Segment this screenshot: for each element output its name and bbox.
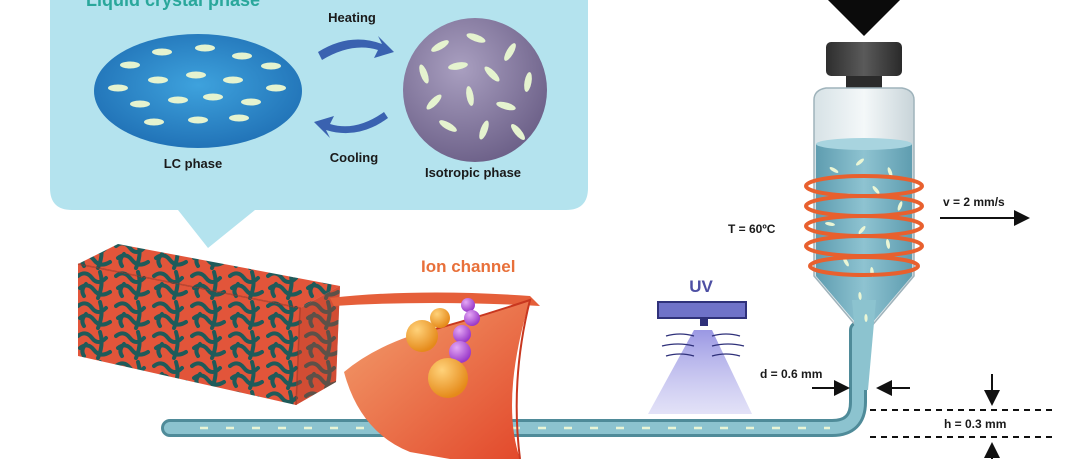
ion-channel-label: Ion channel (421, 257, 515, 276)
lc-phase-disc (94, 34, 302, 148)
uv-lamp: UV (648, 277, 752, 414)
uv-label: UV (689, 277, 713, 296)
velocity-label: v = 2 mm/s (943, 195, 1005, 209)
orange-ion (430, 308, 450, 328)
uv-lamp-bar (657, 301, 747, 319)
lc-phase-label: LC phase (164, 156, 223, 171)
print-head: T = 60ºC (728, 0, 924, 390)
cooling-label: Cooling (330, 150, 378, 165)
printed-block (77, 244, 340, 406)
syringe-cap (826, 42, 902, 76)
isotropic-phase-label: Isotropic phase (425, 165, 521, 180)
purple-ion (453, 325, 471, 343)
phase-panel: Liquid crystal phase LC phase Heating (50, 0, 588, 248)
uv-beam (648, 330, 752, 414)
heating-coil (804, 174, 924, 277)
isotropic-molecules (419, 33, 532, 140)
heating-arrow (318, 36, 394, 60)
fluid-molecules (825, 158, 903, 322)
cooling-arrow (314, 112, 388, 138)
temperature-label: T = 60ºC (728, 222, 776, 236)
printed-filament (161, 321, 867, 437)
lc-molecules (108, 44, 286, 126)
purple-ion (449, 341, 471, 363)
velocity-annotation: v = 2 mm/s (940, 195, 1030, 226)
orange-ion (406, 320, 438, 352)
diameter-annotation: d = 0.6 mm (760, 367, 910, 396)
diameter-label: d = 0.6 mm (760, 367, 822, 381)
purple-ion (461, 298, 475, 312)
ion-channel-zoom: Ion channel (330, 257, 540, 459)
nozzle (852, 300, 876, 390)
piston-arrow (828, 0, 900, 36)
panel-title: Liquid crystal phase (86, 0, 260, 10)
heating-label: Heating (328, 10, 376, 25)
purple-ion (464, 310, 480, 326)
height-label: h = 0.3 mm (944, 417, 1006, 431)
uv-waves (661, 333, 745, 357)
height-annotation: h = 0.3 mm (870, 374, 1056, 459)
orange-ion (428, 358, 468, 398)
